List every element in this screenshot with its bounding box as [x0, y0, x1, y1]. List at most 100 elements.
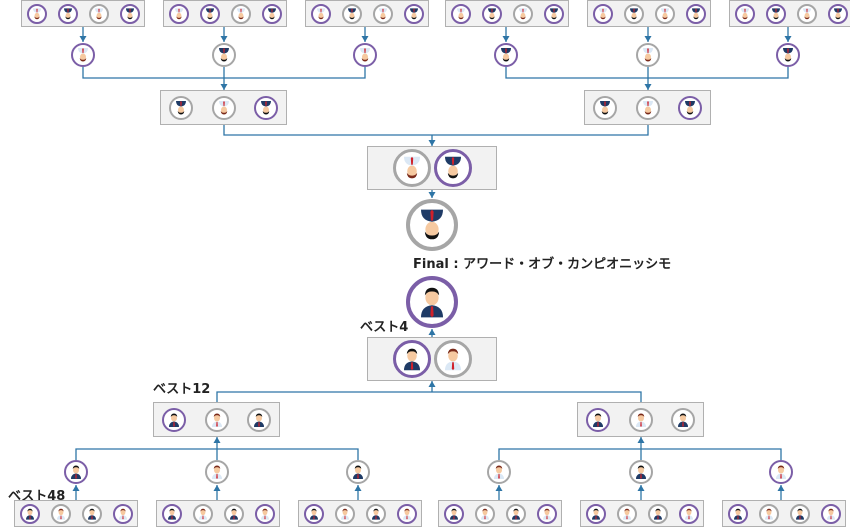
person-icon	[236, 7, 245, 19]
person-icon	[677, 413, 688, 427]
person-icon	[56, 508, 65, 520]
person-icon	[267, 7, 276, 19]
person-icon	[260, 100, 271, 114]
player-avatar	[169, 95, 194, 120]
player-avatar	[543, 3, 564, 24]
advancer-avatar	[629, 460, 653, 484]
person-icon	[421, 287, 443, 318]
advancer-avatar	[212, 43, 236, 67]
player-avatar	[796, 3, 817, 24]
connector-line	[498, 448, 782, 460]
player-avatar	[392, 149, 431, 187]
person-icon	[802, 7, 811, 19]
person-icon	[378, 7, 387, 19]
person-icon	[660, 7, 669, 19]
arrow-head	[495, 485, 503, 491]
player-avatar	[119, 3, 140, 24]
advancer-avatar	[64, 460, 88, 484]
person-icon	[598, 7, 607, 19]
person-icon	[403, 156, 420, 179]
arrow-head	[220, 36, 228, 42]
person-icon	[229, 508, 238, 520]
person-icon	[518, 7, 527, 19]
arrow-head	[213, 485, 221, 491]
person-icon	[340, 508, 349, 520]
group-box-best4	[367, 146, 497, 190]
person-icon	[198, 508, 207, 520]
player-avatar	[310, 3, 331, 24]
advancer-avatar	[346, 460, 370, 484]
arrow-head	[428, 192, 436, 198]
person-icon	[211, 413, 222, 427]
player-avatar	[168, 3, 189, 24]
advancer-avatar	[487, 460, 511, 484]
person-icon	[25, 508, 34, 520]
person-icon	[403, 348, 420, 371]
person-icon	[71, 465, 81, 479]
player-avatar	[628, 407, 653, 432]
arrow-head	[428, 140, 436, 146]
final-title: Final : アワード・オブ・カンピオニッシモ	[413, 257, 672, 272]
player-avatar	[81, 503, 102, 524]
player-avatar	[734, 3, 755, 24]
player-avatar	[57, 3, 78, 24]
person-icon	[449, 508, 458, 520]
player-avatar	[50, 503, 71, 524]
player-avatar	[616, 503, 637, 524]
player-avatar	[677, 95, 702, 120]
player-avatar	[341, 3, 362, 24]
advancer-avatar	[71, 43, 95, 67]
person-icon	[409, 7, 418, 19]
player-avatar	[199, 3, 220, 24]
player-avatar	[593, 95, 618, 120]
person-icon	[776, 465, 786, 479]
person-icon	[32, 7, 41, 19]
player-avatar	[392, 340, 431, 378]
arrow-head	[637, 437, 645, 443]
person-icon	[212, 465, 222, 479]
player-avatar	[481, 3, 502, 24]
arrow-head	[72, 485, 80, 491]
player-avatar	[727, 503, 748, 524]
person-icon	[78, 48, 88, 62]
player-avatar	[19, 503, 40, 524]
person-icon	[549, 7, 558, 19]
advancer-avatar	[494, 43, 518, 67]
person-icon	[125, 7, 134, 19]
champion-avatar	[406, 276, 458, 328]
person-icon	[600, 100, 611, 114]
arrow-head	[354, 485, 362, 491]
player-avatar	[512, 3, 533, 24]
arrow-head	[502, 36, 510, 42]
advancer-avatar	[769, 460, 793, 484]
player-avatar	[88, 3, 109, 24]
advancer-avatar	[636, 43, 660, 67]
person-icon	[684, 508, 693, 520]
person-icon	[795, 508, 804, 520]
person-icon	[622, 508, 631, 520]
person-icon	[684, 100, 695, 114]
person-icon	[636, 465, 646, 479]
arrow-head	[79, 36, 87, 42]
player-avatar	[433, 149, 472, 187]
player-avatar	[433, 340, 472, 378]
person-icon	[169, 413, 180, 427]
player-avatar	[254, 503, 275, 524]
player-avatar	[372, 3, 393, 24]
person-icon	[740, 7, 749, 19]
person-icon	[260, 508, 269, 520]
person-icon	[487, 7, 496, 19]
player-avatar	[586, 407, 611, 432]
person-icon	[371, 508, 380, 520]
arrow-head	[428, 381, 436, 387]
player-avatar	[211, 95, 236, 120]
person-icon	[353, 465, 363, 479]
person-icon	[316, 7, 325, 19]
group-box-best4	[367, 337, 497, 381]
person-icon	[511, 508, 520, 520]
person-icon	[771, 7, 780, 19]
player-avatar	[820, 503, 841, 524]
player-avatar	[192, 503, 213, 524]
person-icon	[174, 7, 183, 19]
